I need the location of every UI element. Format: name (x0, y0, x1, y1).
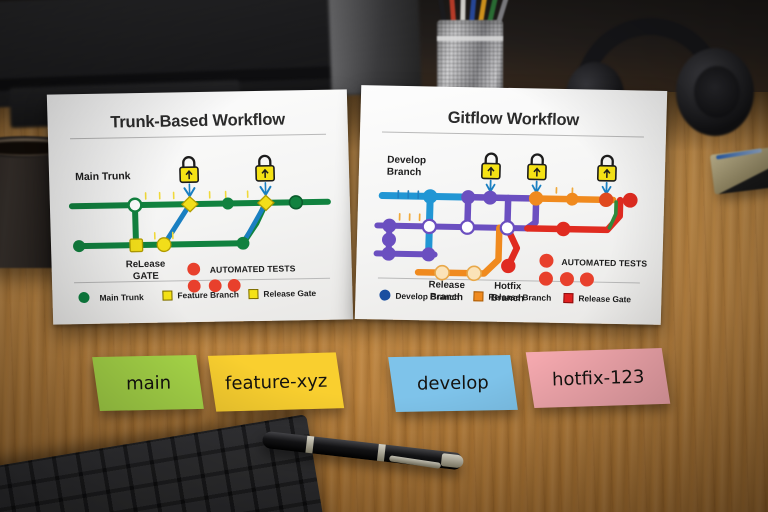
legend-item-develop-branch: Develop Branch (379, 289, 459, 302)
test-dot (208, 279, 222, 293)
sticky-note-feature-xyz-text: feature-xyz (224, 370, 328, 394)
trunk-diagram (68, 154, 331, 293)
label-develop-branch-line2: Branch (386, 166, 422, 179)
label-automated-tests-gitflow: AUTOMATED TESTS (561, 256, 648, 269)
sticky-note-hotfix-123[interactable]: hotfix-123 (525, 347, 671, 409)
headphones-earcup-right-inner (694, 66, 740, 118)
test-dot (559, 272, 574, 287)
lock-icon-1 (179, 156, 200, 184)
legend-label-main-trunk: Main Trunk (99, 291, 144, 303)
desk-pen-tip (440, 453, 465, 469)
test-dot (227, 279, 241, 292)
sticky-note-develop-text: develop (416, 372, 490, 395)
sticky-note-main-text: main (125, 372, 171, 394)
legend-swatch-release-gate (563, 293, 574, 304)
sticky-note-develop[interactable]: develop (388, 354, 518, 413)
legend-swatch-develop-branch (379, 289, 391, 301)
legend-item-release-gate: Release Gate (248, 287, 317, 300)
test-dot (187, 279, 201, 293)
legend-swatch-main-trunk (78, 291, 90, 304)
card-gitflow-workflow: Gitflow Workflow (354, 85, 668, 325)
lock-icon-2 (526, 153, 547, 181)
legend-swatch-release-gate (248, 288, 259, 300)
label-release-gate-line2: GATE (132, 270, 160, 283)
sticky-note-main[interactable]: main (92, 354, 204, 412)
gitflow-diagram (373, 152, 638, 287)
lock-icon-3 (596, 154, 617, 182)
lock-icon-1 (480, 152, 501, 180)
legend-item-release-gate: Release Gate (563, 293, 631, 304)
label-automated-tests-trunk: AUTOMATED TESTS (209, 263, 296, 275)
legend-label-feature-branch: Feature Branch (177, 289, 240, 301)
legend-label-release-gate: Release Gate (263, 287, 317, 299)
sticky-note-feature-xyz[interactable]: feature-xyz (207, 352, 345, 412)
label-release-gate-line1: ReLease (125, 258, 166, 271)
monitor-side-edge (328, 0, 422, 96)
test-dot (187, 262, 201, 276)
card-trunk-based-workflow: Trunk-Based Workflow (46, 89, 354, 325)
legend-item-release-branch: Release Branch (473, 291, 552, 303)
label-main-trunk: Main Trunk (74, 170, 131, 184)
pen-cup-band (437, 36, 503, 41)
test-dot (579, 272, 594, 287)
test-dot (539, 253, 554, 268)
legend-label-release-branch: Release Branch (488, 291, 552, 303)
test-dot (538, 271, 553, 286)
legend-swatch-release-branch (473, 291, 484, 302)
legend-label-release-gate: Release Gate (578, 293, 632, 305)
sticky-note-hotfix-123-text: hotfix-123 (551, 366, 645, 390)
legend-label-develop-branch: Develop Branch (395, 290, 460, 302)
label-develop-branch-line1: Develop (387, 154, 427, 167)
legend-item-main-trunk: Main Trunk (78, 291, 144, 304)
legend-swatch-feature-branch (162, 290, 173, 301)
lock-icon-2 (255, 154, 276, 182)
legend-item-feature-branch: Feature Branch (162, 289, 240, 301)
